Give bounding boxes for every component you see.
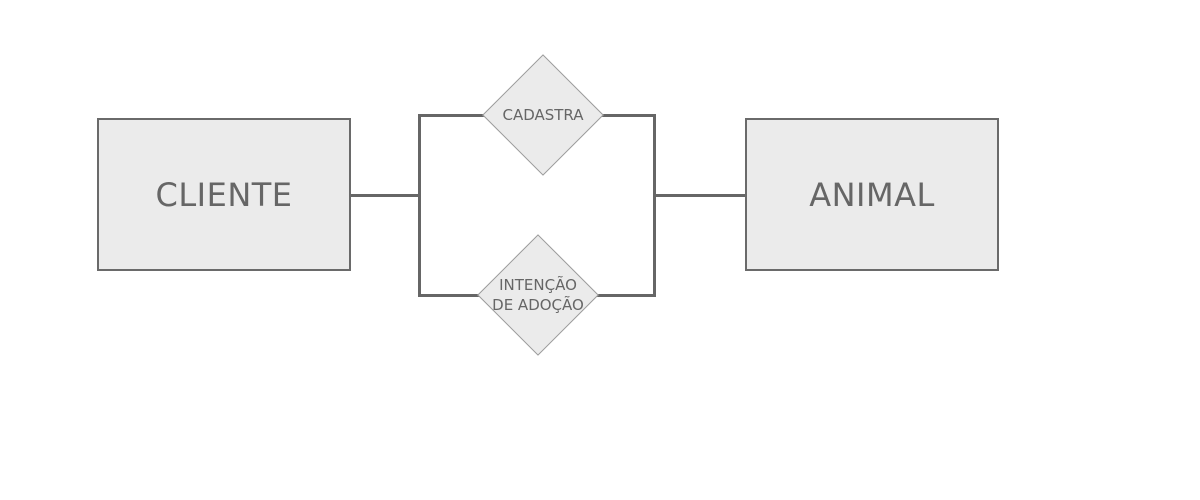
connector-intencao-left bbox=[418, 294, 479, 297]
entity-cliente-label: CLIENTE bbox=[155, 175, 293, 214]
connector-intencao-right bbox=[597, 294, 656, 297]
relationship-cadastra-label: CADASTRA bbox=[502, 106, 584, 124]
relationship-intencao-adocao-text: INTENÇÃO DE ADOÇÃO bbox=[477, 234, 599, 356]
relationship-intencao-adocao[interactable]: INTENÇÃO DE ADOÇÃO bbox=[477, 234, 599, 356]
relationship-cadastra[interactable]: CADASTRA bbox=[482, 54, 604, 176]
connector-right-vertical bbox=[653, 114, 656, 297]
connector-left-vertical bbox=[418, 114, 421, 297]
entity-cliente[interactable]: CLIENTE bbox=[97, 118, 351, 271]
entity-animal-label: ANIMAL bbox=[809, 175, 935, 214]
relationship-cadastra-text: CADASTRA bbox=[482, 54, 604, 176]
connector-cliente-stub bbox=[351, 194, 419, 197]
entity-animal[interactable]: ANIMAL bbox=[745, 118, 999, 271]
connector-cadastra-left bbox=[418, 114, 484, 117]
connector-cadastra-right bbox=[602, 114, 656, 117]
relationship-intencao-adocao-label-line1: INTENÇÃO bbox=[499, 276, 577, 294]
relationship-intencao-adocao-label-line2: DE ADOÇÃO bbox=[492, 296, 584, 314]
connector-animal-stub bbox=[653, 194, 746, 197]
